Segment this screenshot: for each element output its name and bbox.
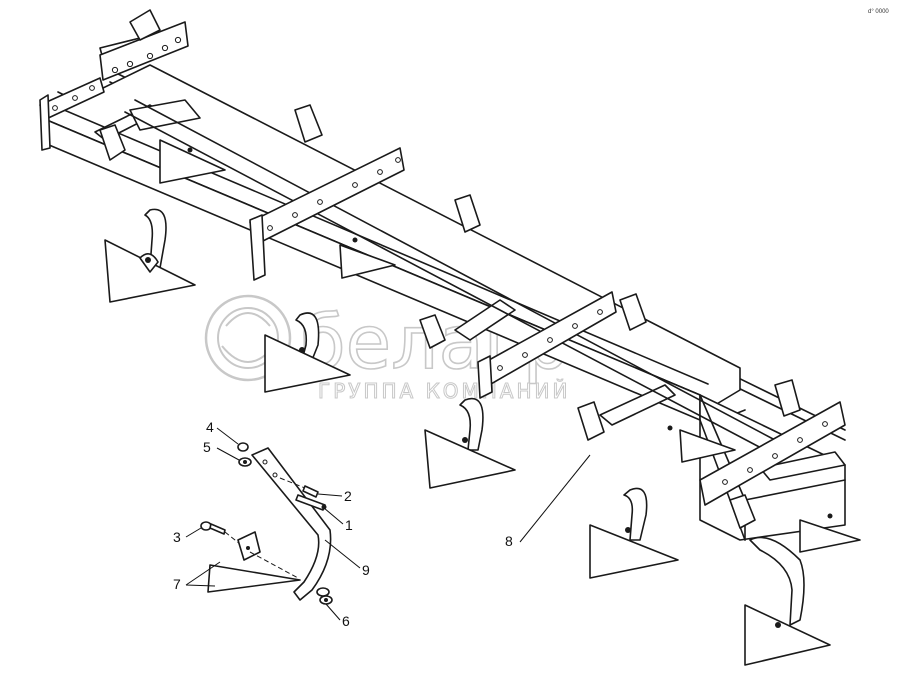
callout-label-3: 3 bbox=[173, 529, 181, 545]
callout-label-1: 1 bbox=[345, 517, 353, 533]
callout-label-2: 2 bbox=[344, 488, 352, 504]
callout-6: 6 bbox=[325, 603, 350, 629]
callout-label-7: 7 bbox=[173, 576, 181, 592]
callouts: 1 2 3 4 5 6 7 8 bbox=[173, 419, 591, 629]
tine-assemblies bbox=[104, 139, 861, 666]
callout-9: 9 bbox=[324, 539, 370, 578]
callout-2: 2 bbox=[317, 488, 352, 504]
callout-1: 1 bbox=[323, 507, 353, 533]
callout-label-8: 8 bbox=[505, 533, 513, 549]
callout-3: 3 bbox=[173, 527, 202, 545]
callout-5: 5 bbox=[203, 439, 240, 461]
callout-label-6: 6 bbox=[342, 613, 350, 629]
exploded-tine bbox=[200, 442, 333, 605]
callout-label-5: 5 bbox=[203, 439, 211, 455]
callout-4: 4 bbox=[206, 419, 239, 445]
corner-mark: d° 0000 bbox=[868, 9, 889, 15]
callout-7: 7 bbox=[173, 561, 221, 592]
watermark-subtitle: ГРУППА КОМПАНИЙ bbox=[318, 379, 570, 403]
callout-label-9: 9 bbox=[362, 562, 370, 578]
callout-label-4: 4 bbox=[206, 419, 214, 435]
callout-8: 8 bbox=[505, 454, 591, 549]
